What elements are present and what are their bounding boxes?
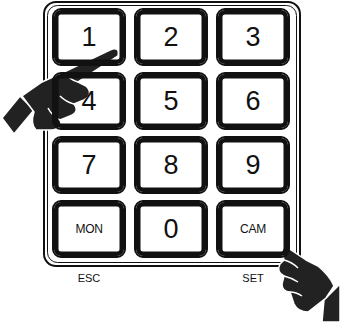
keypad-key: 1 — [52, 8, 126, 66]
keypad-key: 9 — [216, 136, 290, 194]
key-label: 4 — [81, 88, 96, 115]
key-label: 3 — [245, 24, 260, 51]
key-label: 0 — [163, 216, 178, 243]
key-face — [216, 8, 290, 66]
key-label: 2 — [163, 24, 178, 51]
key-label: CAM — [240, 223, 266, 235]
right-hand — [279, 248, 340, 322]
keypad-key: 0 — [134, 200, 208, 258]
keypad-key: 3 — [216, 8, 290, 66]
key-label: 6 — [245, 88, 260, 115]
key-label: 7 — [81, 152, 96, 179]
key-label: 8 — [163, 152, 178, 179]
keypad-key: 6 — [216, 72, 290, 130]
key-label: 1 — [81, 24, 96, 51]
key-function-label: SET — [242, 272, 263, 284]
keypad-key: 2 — [134, 8, 208, 66]
key-label: MON — [75, 223, 102, 235]
keypad-key: 7 — [52, 136, 126, 194]
keypad-key: MON — [52, 200, 126, 258]
key-face — [52, 136, 126, 194]
keypad-key: CAM — [216, 200, 290, 258]
key-label: 9 — [245, 152, 260, 179]
left-hand — [2, 49, 118, 134]
key-face — [52, 200, 126, 258]
keypad-key: 4 — [52, 72, 126, 130]
key-face — [134, 8, 208, 66]
key-face — [134, 200, 208, 258]
key-face — [216, 200, 290, 258]
key-label: 5 — [163, 88, 178, 115]
keypad-key: 8 — [134, 136, 208, 194]
key-function-label: ESC — [78, 272, 101, 284]
keypad-key: 5 — [134, 72, 208, 130]
key-face — [134, 136, 208, 194]
key-face — [216, 136, 290, 194]
key-face — [134, 72, 208, 130]
key-face — [216, 72, 290, 130]
